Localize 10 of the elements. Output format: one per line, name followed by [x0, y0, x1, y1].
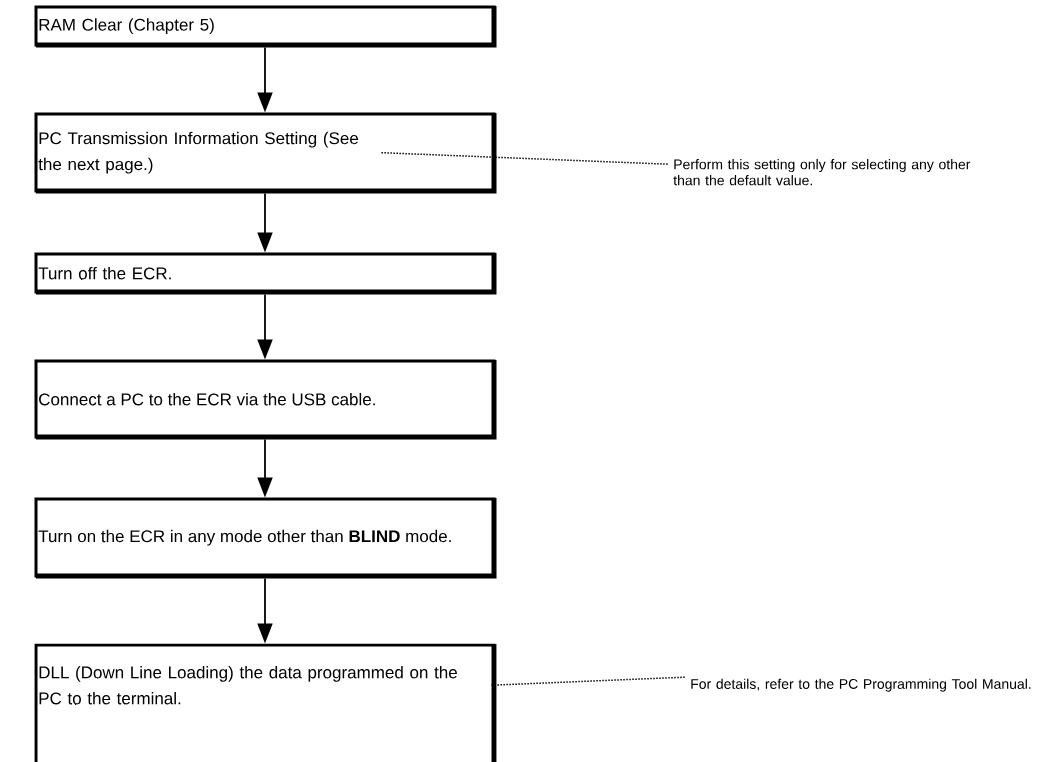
leader-line	[490, 676, 686, 686]
process-box: DLL (Down Line Loading) the data programmed on the PC to the terminal.	[34, 643, 497, 762]
process-box: Turn off the ECR.	[34, 252, 497, 295]
process-box: RAM Clear (Chapter 5)	[34, 5, 497, 48]
note-text: For details, refer to the PC Programming Tool Manual.	[691, 678, 1031, 692]
note-text: Perform this setting only for selecting any other than the default value.	[673, 159, 971, 186]
process-box: Turn on the ECR in any mode other than BLIND mode.	[34, 497, 497, 579]
process-box: PC Transmission Information Setting (See the next page.)	[34, 112, 497, 194]
leader-line	[380, 151, 669, 165]
process-box: Connect a PC to the ECR via the USB cable.	[34, 359, 497, 440]
